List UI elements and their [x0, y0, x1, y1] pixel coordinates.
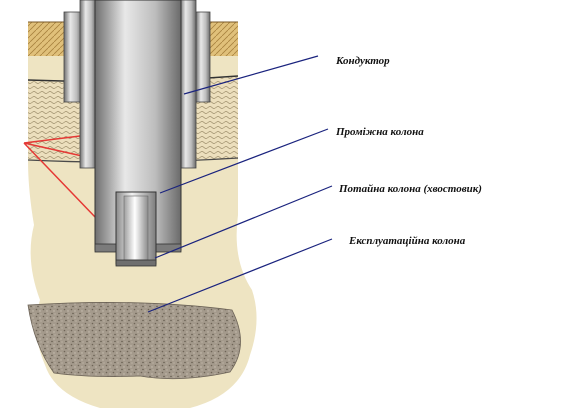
intermediate-casing-left	[79, 0, 97, 169]
liner-inner-bore	[123, 195, 149, 261]
leader-line-intermediate	[159, 128, 329, 194]
leader-line-production	[147, 238, 333, 313]
label-intermediate-casing: Проміжна колона	[336, 126, 424, 138]
leader-line-liner	[154, 185, 333, 259]
reservoir-rock	[27, 302, 241, 380]
conductor-casing-left	[63, 11, 83, 103]
leader-line-conductor	[183, 55, 319, 95]
label-conductor: Кондуктор	[336, 55, 390, 67]
intermediate-casing-right	[179, 0, 197, 169]
liner-shoe	[115, 259, 157, 267]
label-production-casing: Експлуатаційна колона	[349, 235, 466, 247]
label-liner: Потайна колона (хвостовик)	[339, 183, 482, 195]
